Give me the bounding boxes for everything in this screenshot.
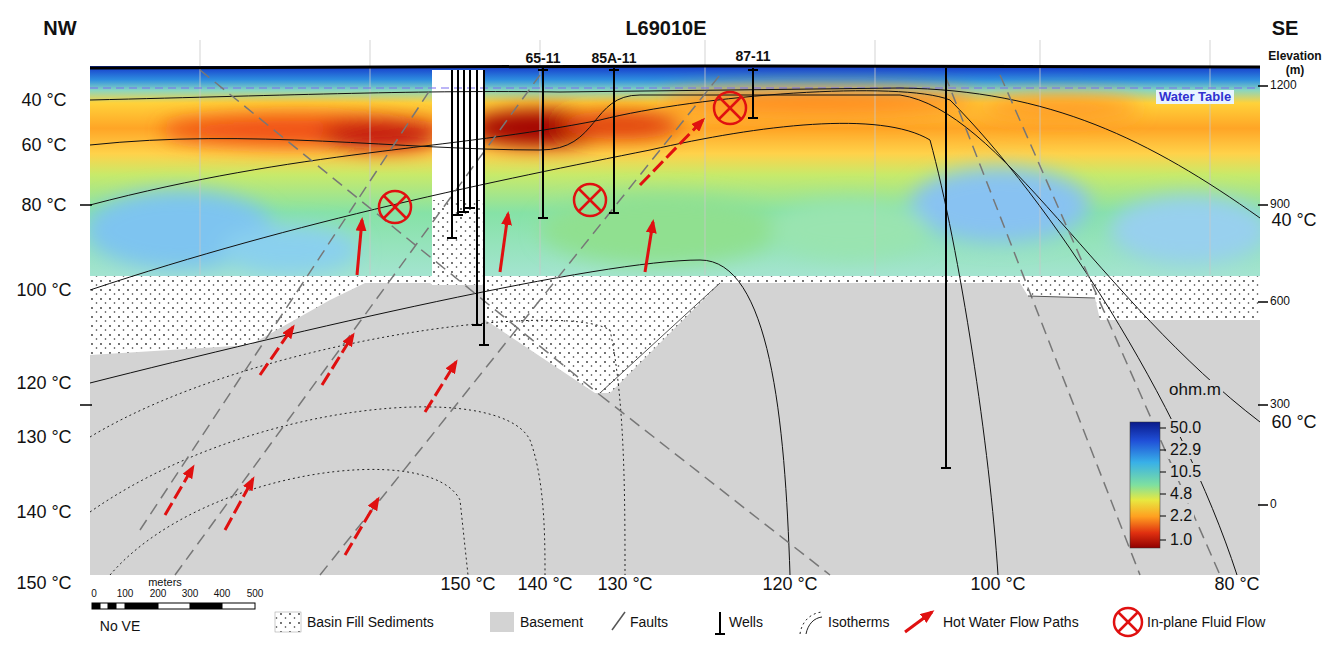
legend-text: Wells bbox=[729, 614, 763, 630]
scale-value: 400 bbox=[214, 588, 231, 600]
isotherm-label: 130 °C bbox=[16, 427, 71, 448]
isotherm-label: 40 °C bbox=[1271, 210, 1316, 231]
elevation-tick: 300 bbox=[1270, 398, 1290, 412]
colorbar-value: 4.8 bbox=[1168, 485, 1194, 503]
scale-value: 200 bbox=[150, 588, 167, 600]
colorbar-value: 10.5 bbox=[1168, 463, 1203, 481]
well-label: 65-11 bbox=[525, 50, 560, 66]
isotherm-label: 120 °C bbox=[762, 574, 817, 595]
well-label: 87-11 bbox=[735, 48, 770, 64]
elevation-tick: 1200 bbox=[1270, 79, 1297, 93]
isotherm-label: 130 °C bbox=[597, 574, 652, 595]
legend-text: Basin Fill Sediments bbox=[307, 614, 434, 630]
isotherm-label: 100 °C bbox=[970, 574, 1025, 595]
isotherm-label: 140 °C bbox=[517, 574, 572, 595]
elevation-tick: 600 bbox=[1270, 295, 1290, 309]
section-title: L69010E bbox=[625, 17, 706, 40]
axis-title: Elevation (m) bbox=[1263, 50, 1327, 78]
isotherm-label: 40 °C bbox=[21, 90, 66, 111]
colorbar-value: 50.0 bbox=[1168, 419, 1203, 437]
isotherm-label: 140 °C bbox=[16, 502, 71, 523]
legend-text: In-plane Fluid Flow bbox=[1147, 614, 1265, 630]
well-label: 85A-11 bbox=[591, 50, 636, 66]
isotherm-label: 80 °C bbox=[21, 195, 66, 216]
colorbar-unit: ohm.m bbox=[1167, 380, 1223, 400]
isotherm-label: 60 °C bbox=[21, 135, 66, 156]
isotherm-label: 60 °C bbox=[1271, 412, 1316, 433]
scale-value: 500 bbox=[247, 588, 264, 600]
elevation-tick: 0 bbox=[1270, 498, 1277, 512]
scale-value: 0 bbox=[91, 588, 97, 600]
direction-label: NW bbox=[43, 17, 76, 40]
colorbar-value: 2.2 bbox=[1168, 507, 1194, 525]
isotherm-label: 150 °C bbox=[440, 574, 495, 595]
direction-label: SE bbox=[1272, 17, 1299, 40]
colorbar-value: 1.0 bbox=[1168, 531, 1194, 549]
legend-text: Hot Water Flow Paths bbox=[943, 614, 1079, 630]
colorbar-value: 22.9 bbox=[1168, 441, 1203, 459]
isotherm-label: 150 °C bbox=[16, 573, 71, 594]
legend-text: Faults bbox=[630, 614, 668, 630]
legend-text: Isotherms bbox=[828, 614, 889, 630]
isotherm-label: 80 °C bbox=[1214, 574, 1259, 595]
scale-value: 300 bbox=[182, 588, 199, 600]
legend-swatch bbox=[490, 612, 514, 632]
scale-note: No VE bbox=[100, 618, 140, 634]
water-table-label: Water Table bbox=[1156, 90, 1234, 105]
isotherm-label: 120 °C bbox=[16, 373, 71, 394]
legend-text: Basement bbox=[520, 614, 583, 630]
isotherm-label: 100 °C bbox=[16, 280, 71, 301]
scale-value: 100 bbox=[117, 588, 134, 600]
scale-unit: meters bbox=[148, 576, 182, 589]
